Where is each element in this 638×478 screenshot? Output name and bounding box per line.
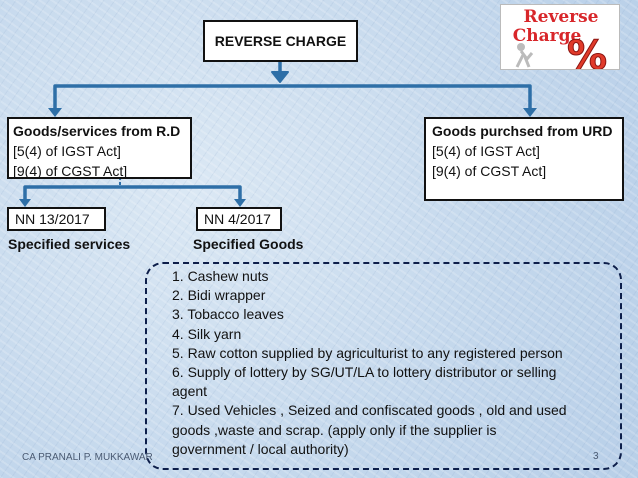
reverse-charge-logo: Reverse Charge % — [500, 4, 620, 70]
list-item: 5. Raw cotton supplied by agriculturist … — [172, 344, 563, 361]
title-arrow-icon — [271, 71, 289, 83]
left-arrow-icon — [48, 108, 62, 117]
specified-services-label: Specified services — [8, 236, 131, 252]
notification-4-2017-box: NN 4/2017 — [196, 207, 282, 231]
list-item: agent — [172, 383, 208, 400]
list-item: 6. Supply of lottery by SG/UT/LA to lott… — [172, 364, 557, 381]
registered-dealer-box: Goods/services from R.D [5(4) of IGST Ac… — [7, 117, 192, 179]
right-box-cgst: [9(4) of CGST Act] — [432, 163, 547, 179]
page-number: 3 — [593, 451, 599, 462]
mid-branch-line — [23, 185, 242, 204]
logo-graphic: Reverse Charge % — [513, 7, 608, 70]
list-item: 2. Bidi wrapper — [172, 287, 266, 304]
list-item: government / local authority) — [172, 440, 349, 457]
reverse-charge-title: REVERSE CHARGE — [203, 20, 358, 62]
list-item: 7. Used Vehicles , Seized and confiscate… — [172, 402, 567, 419]
list-item: goods ,waste and scrap. (apply only if t… — [172, 421, 497, 438]
left-box-heading: Goods/services from R.D — [13, 123, 181, 139]
notification-13-2017-box: NN 13/2017 — [7, 207, 106, 231]
specified-goods-list: 1. Cashew nuts 2. Bidi wrapper 3. Tobacc… — [145, 262, 622, 470]
list-item: 4. Silk yarn — [172, 325, 242, 342]
footer-author: CA PRANALI P. MUKKAWAR — [22, 452, 153, 463]
list-item: 3. Tobacco leaves — [172, 306, 284, 323]
specified-goods-label: Specified Goods — [193, 236, 304, 252]
right-arrow-icon — [523, 108, 537, 117]
logo-percent-symbol: % — [567, 33, 607, 70]
nn2-arrow-icon — [234, 199, 246, 207]
right-box-heading: Goods purchsed from URD — [432, 123, 613, 139]
logo-line2: Charge — [513, 26, 582, 46]
left-box-igst: [5(4) of IGST Act] — [13, 143, 121, 159]
top-branch-line — [53, 84, 532, 114]
list-item: 1. Cashew nuts — [172, 268, 269, 284]
nn1-arrow-icon — [19, 199, 31, 207]
left-box-cgst: [9(4) of CGST Act] — [13, 163, 128, 179]
person-pushing-icon — [515, 43, 534, 68]
right-box-igst: [5(4) of IGST Act] — [432, 143, 540, 159]
unregistered-dealer-box: Goods purchsed from URD [5(4) of IGST Ac… — [424, 117, 624, 201]
logo-line1: Reverse — [524, 7, 599, 27]
